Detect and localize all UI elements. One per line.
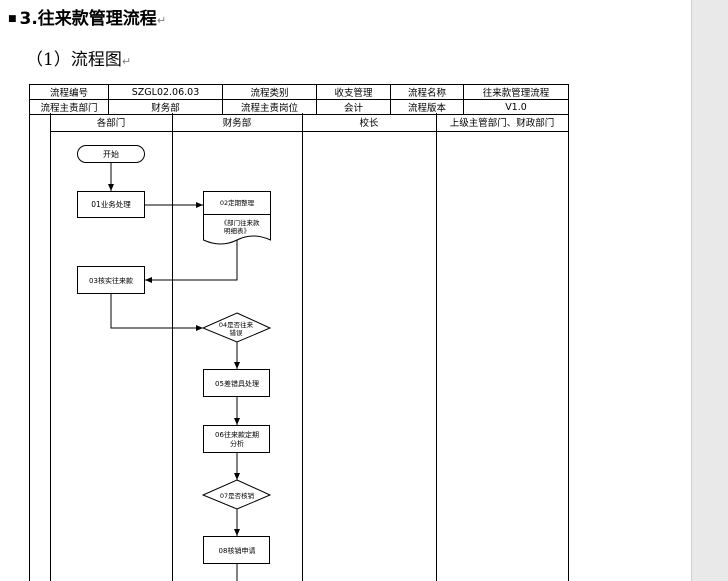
swimlane-grid (29, 112, 569, 581)
step-04-decision: 04是否往来 错误 (201, 312, 272, 343)
info-cell: 流程主责部门 (29, 99, 109, 115)
page-gutter (691, 0, 728, 581)
process-info-table: 流程编号 SZGL02.06.03 流程类别 收支管理 流程名称 往来款管理流程… (29, 84, 569, 115)
step-02-document: 02定期整理 《部门往来款 明细表》 (203, 191, 271, 245)
info-cell: 会计 (316, 99, 391, 115)
paragraph-mark: ↵ (156, 14, 167, 27)
step-02-doc-line: 明细表》 (224, 226, 250, 235)
step-04-label: 错误 (230, 328, 244, 337)
step-08-label: 08核销申请 (219, 546, 256, 555)
lane-header: 财务部 (223, 117, 252, 129)
step-02-doc-line: 《部门往来款 (221, 218, 261, 227)
step-02-label: 02定期整理 (220, 198, 255, 207)
step-05-box: 05差错具处理 (203, 369, 270, 397)
sub-heading: （1）流程图↵ (26, 45, 131, 70)
section-heading: ■3.往来款管理流程↵ (8, 4, 166, 29)
info-cell: 财务部 (108, 99, 223, 115)
step-06-label: 分析 (230, 439, 244, 448)
paragraph-mark: ↵ (121, 55, 132, 68)
bullet-icon: ■ (8, 14, 17, 24)
info-cell: 流程版本 (390, 99, 464, 115)
step-06-box: 06往来款定期 分析 (203, 425, 270, 453)
start-label: 开始 (103, 149, 119, 159)
step-01-box: 01业务处理 (77, 191, 145, 218)
step-08-box: 08核销申请 (203, 536, 270, 564)
lane-header: 上级主管部门、财政部门 (450, 117, 555, 129)
step-06-label: 06往来款定期 (215, 430, 259, 439)
step-03-label: 03核实往来款 (89, 276, 133, 285)
step-03-box: 03核实往来款 (77, 266, 145, 294)
step-01-label: 01业务处理 (91, 199, 131, 209)
step-07-label: 07是否核销 (220, 491, 255, 500)
info-row-2: 流程主责部门 财务部 流程主责岗位 会计 流程版本 V1.0 (29, 99, 569, 115)
start-node: 开始 (77, 145, 145, 163)
sub-heading-text: （1）流程图 (26, 50, 122, 70)
section-heading-text: 3.往来款管理流程 (19, 9, 157, 29)
info-row-1: 流程编号 SZGL02.06.03 流程类别 收支管理 流程名称 往来款管理流程 (29, 84, 569, 100)
info-cell: V1.0 (463, 99, 569, 115)
step-07-decision: 07是否核销 (201, 479, 272, 510)
step-05-label: 05差错具处理 (215, 379, 259, 388)
lane-header: 各部门 (97, 117, 126, 129)
flow-connectors (108, 163, 240, 581)
step-04-label: 04是否往来 (219, 320, 254, 329)
lane-header: 校长 (359, 117, 379, 129)
